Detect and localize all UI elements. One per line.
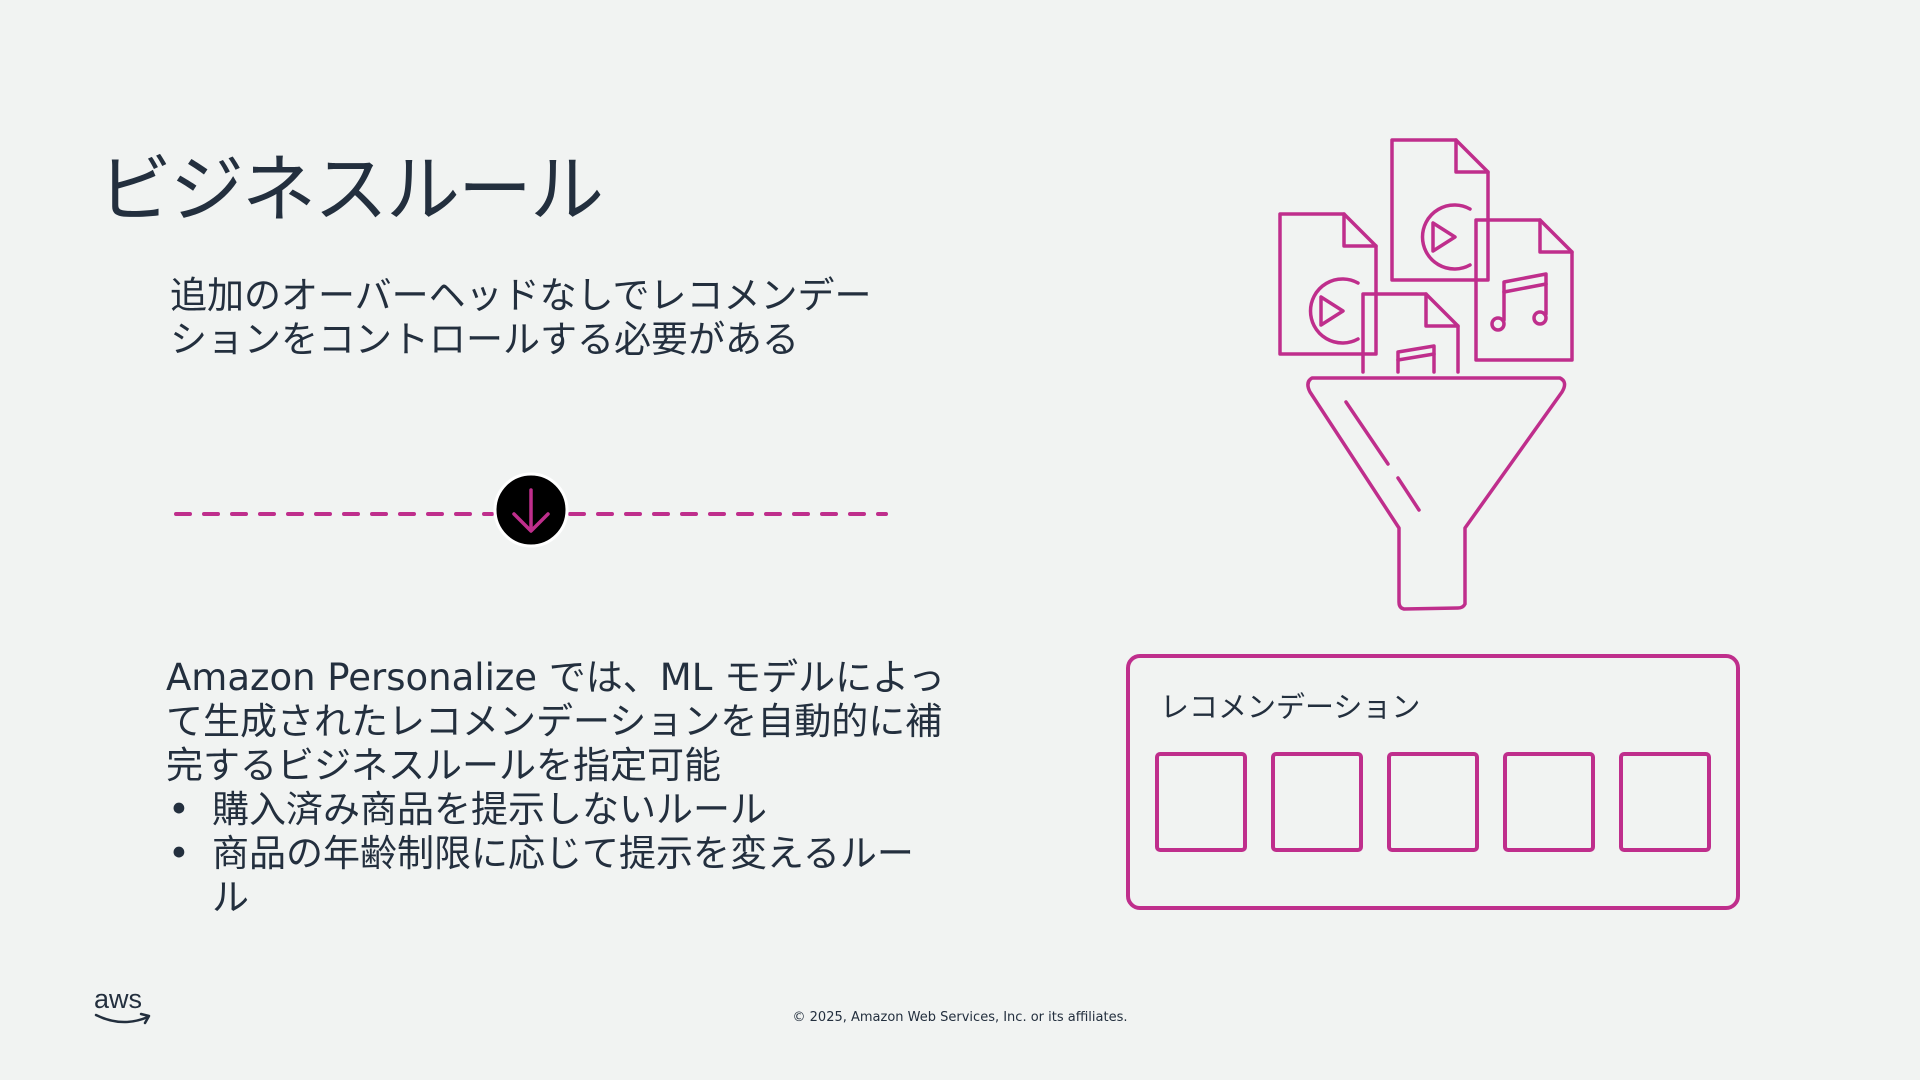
- bullet-marker: •: [168, 832, 190, 876]
- solution-line: Amazon Personalize では、ML モデルによっ: [166, 656, 946, 700]
- bullet-marker: •: [168, 788, 190, 832]
- challenge-line: 追加のオーバーヘッドなしでレコメンデー: [170, 274, 890, 318]
- recommendation-slot: [1389, 754, 1477, 850]
- music-file-icon: [1476, 220, 1572, 360]
- solution-text: Amazon Personalize では、ML モデルによっ て生成されたレコ…: [166, 656, 946, 920]
- copyright-notice: © 2025, Amazon Web Services, Inc. or its…: [0, 1010, 1920, 1025]
- challenge-line: ションをコントロールする必要がある: [170, 318, 890, 362]
- solution-line: て生成されたレコメンデーションを自動的に補: [166, 700, 946, 744]
- challenge-text: 追加のオーバーヘッドなしでレコメンデー ションをコントロールする必要がある: [170, 274, 890, 362]
- content-funnel-illustration: [1270, 130, 1590, 616]
- slide-title: ビジネスルール: [98, 130, 602, 237]
- list-item: • 購入済み商品を提示しないルール: [166, 788, 946, 832]
- rule-list: • 購入済み商品を提示しないルール • 商品の年齢制限に応じて提示を変えるルール: [166, 788, 946, 920]
- funnel-icon: [1308, 378, 1565, 609]
- recommendation-label: レコメンデーション: [1160, 684, 1420, 726]
- recommendation-slot: [1273, 754, 1361, 850]
- recommendation-slot: [1505, 754, 1593, 850]
- solution-line: 完するビジネスルールを指定可能: [166, 744, 946, 788]
- arrow-down-icon: [495, 474, 567, 546]
- recommendation-slot: [1621, 754, 1709, 850]
- video-file-icon: [1392, 140, 1488, 280]
- recommendation-slot: [1157, 754, 1245, 850]
- list-item-text: 購入済み商品を提示しないルール: [212, 788, 767, 831]
- arrow-divider: [174, 472, 894, 552]
- list-item-text: 商品の年齢制限に応じて提示を変えるルール: [212, 832, 914, 919]
- list-item: • 商品の年齢制限に応じて提示を変えるルール: [166, 832, 946, 920]
